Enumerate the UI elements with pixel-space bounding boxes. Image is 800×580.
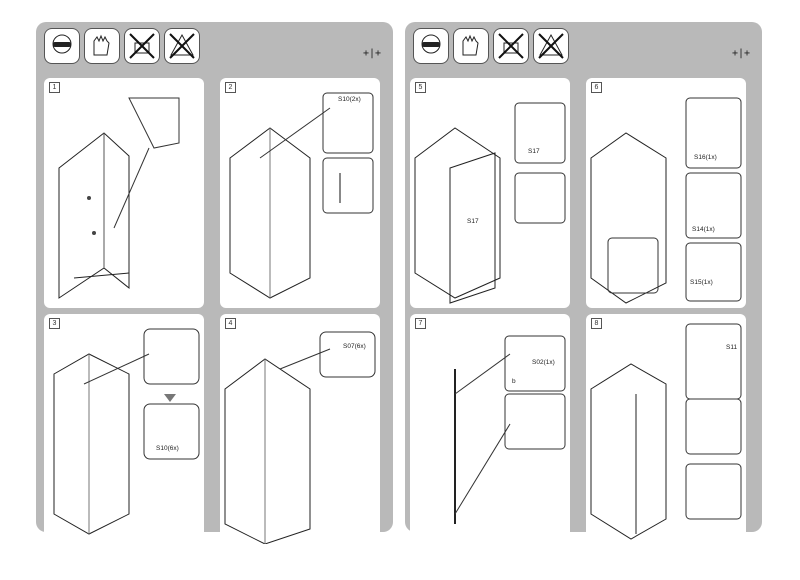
alignment-mark: +|+ xyxy=(731,48,750,59)
step-number: 6 xyxy=(591,82,602,93)
alignment-mark: +|+ xyxy=(362,48,381,59)
part-label: S11 xyxy=(726,344,738,351)
step-number: 7 xyxy=(415,318,426,329)
no-ladder-icon xyxy=(164,28,200,64)
seal-fitting-illustration xyxy=(454,335,566,524)
step-5-panel: 5 S17 S17 xyxy=(410,78,570,308)
instruction-sheet-right: +|+ 5 S17 S17 6 S16(1x) S14(1x) S15(1x) … xyxy=(405,22,762,544)
no-drilling-icon xyxy=(124,28,160,64)
no-drilling-icon xyxy=(493,28,529,64)
no-ladder-icon xyxy=(533,28,569,64)
step-number: 3 xyxy=(49,318,60,329)
goggles-icon xyxy=(413,28,449,64)
safety-icon-row xyxy=(413,28,598,64)
step-number: 8 xyxy=(591,318,602,329)
part-label: S17 xyxy=(467,218,479,225)
step-7-panel: 7 S02(1x) b xyxy=(410,314,570,544)
part-label: S10(2x) xyxy=(338,96,361,103)
step-number: 5 xyxy=(415,82,426,93)
step-number: 1 xyxy=(49,82,60,93)
instruction-sheet-left: +|+ 1 2 S10(2x) 3 xyxy=(36,22,393,544)
step-1-panel: 1 xyxy=(44,78,204,308)
step-2-panel: 2 S10(2x) xyxy=(220,78,380,308)
gloves-icon xyxy=(84,28,120,64)
profile-assembly-illustration xyxy=(590,97,742,304)
step-number: 2 xyxy=(225,82,236,93)
door-assembly-illustration xyxy=(590,323,742,540)
profile-mounting-illustration xyxy=(229,92,374,299)
gloves-icon xyxy=(453,28,489,64)
part-label: S14(1x) xyxy=(692,226,715,233)
step-4-panel: 4 S07(6x) xyxy=(220,314,380,544)
screw-fixing-illustration xyxy=(53,328,200,535)
caps-fitting-illustration xyxy=(224,331,376,544)
part-label: S15(1x) xyxy=(690,279,713,286)
corner-walls-illustration xyxy=(58,97,180,299)
part-label: S02(1x) xyxy=(532,359,555,366)
step-6-panel: 6 S16(1x) S14(1x) S15(1x) xyxy=(586,78,746,308)
part-label: b xyxy=(512,378,516,385)
step-8-panel: 8 S11 xyxy=(586,314,746,544)
step-number: 4 xyxy=(225,318,236,329)
step-3-panel: 3 S10(6x) xyxy=(44,314,204,544)
part-label: S17 xyxy=(528,148,540,155)
safety-icon-row xyxy=(44,28,229,64)
part-label: S16(1x) xyxy=(694,154,717,161)
part-label: S07(6x) xyxy=(343,343,366,350)
goggles-icon xyxy=(44,28,80,64)
glass-panel-illustration xyxy=(414,102,566,304)
part-label: S10(6x) xyxy=(156,445,179,452)
